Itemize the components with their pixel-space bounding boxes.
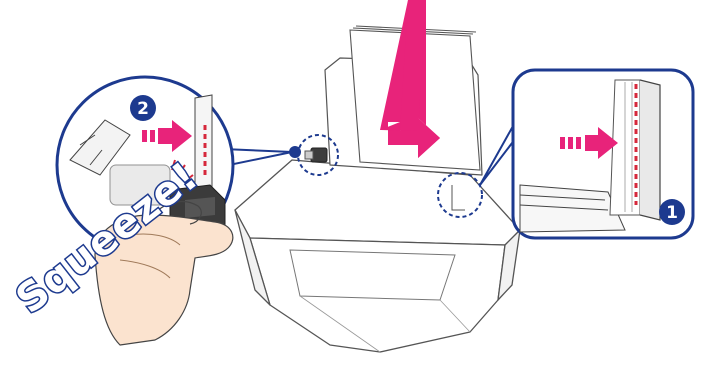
detail-callout-1: 1 bbox=[480, 70, 693, 238]
paper-width-guide-small bbox=[305, 148, 327, 162]
callout-1-number: 1 bbox=[666, 203, 678, 223]
printer-body bbox=[235, 160, 520, 352]
callout-2-number: 2 bbox=[137, 99, 149, 119]
